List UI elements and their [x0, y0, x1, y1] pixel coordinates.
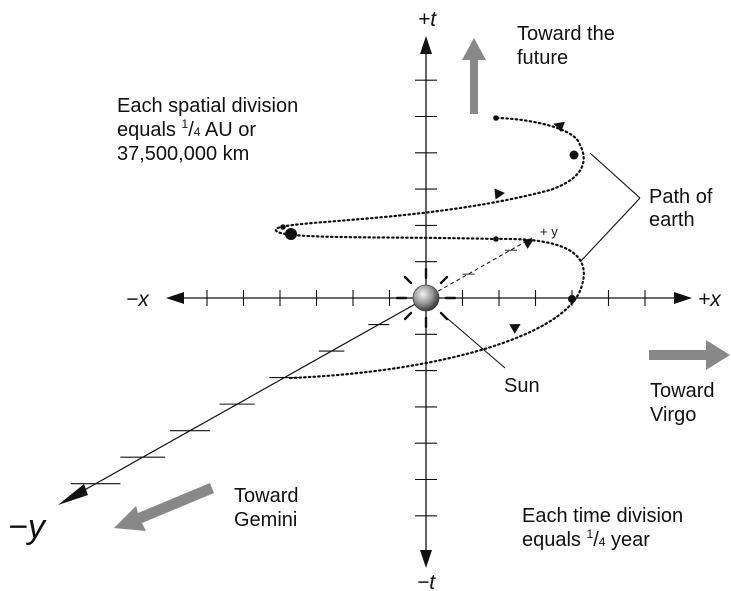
path-of-earth-label: Path of: [649, 186, 713, 208]
time-division-note: Each time division equals 1/4 year: [522, 505, 683, 551]
y-axis-ticks: [71, 250, 517, 483]
axis-label-minus-t: −t: [417, 571, 436, 591]
y-axis-arrowhead: [58, 484, 88, 505]
axis-label-minus-x: −x: [126, 288, 150, 311]
svg-text:Each time division: Each time division: [522, 505, 683, 527]
earth-path: [276, 115, 584, 378]
x-axis-left-arrowhead: [166, 292, 184, 304]
virgo-arrow-icon: [649, 340, 730, 370]
path-direction-arrow-1: [509, 319, 523, 334]
svg-text:equals 1/4 year: equals 1/4 year: [522, 527, 650, 551]
sun-icon: [413, 285, 439, 311]
x-axis-right-arrowhead: [674, 292, 692, 304]
axis-label-plus-y: + y: [540, 224, 558, 239]
earth-position-dot: [568, 295, 576, 303]
time-axis-down-arrowhead: [420, 550, 432, 568]
earth-position-dot: [285, 228, 297, 240]
spatial-division-note: Each spatial division equals 1/4 AU or 3…: [117, 95, 298, 165]
leader-lines: [441, 153, 640, 368]
svg-text:37,500,000 km: 37,500,000 km: [117, 143, 249, 165]
future-label: Toward the: [517, 23, 615, 45]
future-label: future: [517, 47, 568, 69]
sun-label: Sun: [504, 375, 540, 397]
time-axis-up-arrowhead: [420, 36, 432, 54]
earth-position-dot: [570, 151, 579, 160]
gemini-arrow-icon: [114, 483, 214, 531]
axis-label-plus-t: +t: [418, 8, 437, 31]
sun-symbol: [397, 269, 455, 327]
axis-label-plus-x: +x: [698, 288, 722, 311]
virgo-label: Virgo: [650, 404, 696, 426]
path-of-earth-label: earth: [649, 209, 695, 231]
virgo-label: Toward: [650, 380, 714, 402]
earth-position-dot: [493, 115, 499, 121]
future-arrow-icon: [462, 38, 486, 114]
path-direction-arrow-2: [522, 234, 536, 248]
svg-text:equals 1/4 AU or: equals 1/4 AU or: [117, 117, 256, 141]
y-axis: [58, 238, 532, 505]
axis-label-minus-y: −y: [8, 508, 47, 546]
gemini-label: Toward: [234, 485, 298, 507]
gemini-label: Gemini: [234, 509, 297, 531]
path-direction-arrow-3: [494, 187, 505, 199]
svg-text:Each spatial division: Each spatial division: [117, 95, 298, 117]
earth-position-dot: [280, 224, 286, 230]
earth-position-dot: [493, 236, 499, 242]
